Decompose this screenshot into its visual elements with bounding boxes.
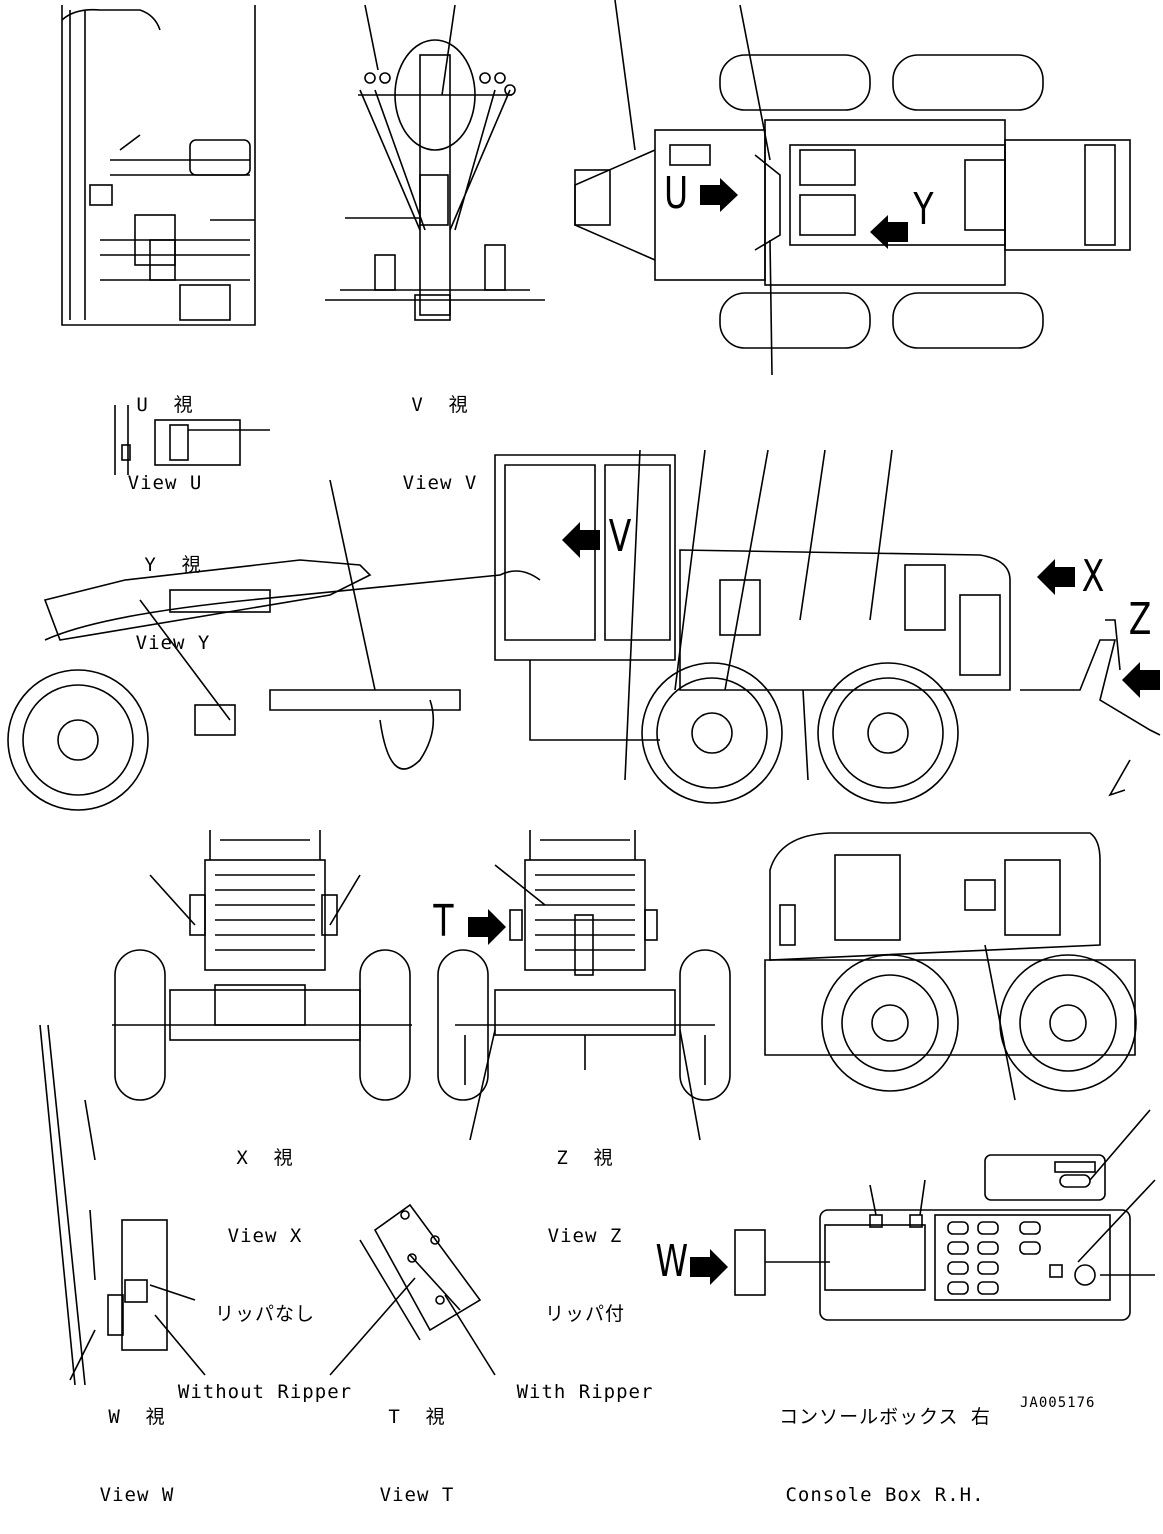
view-y-drawing (114, 405, 270, 475)
caption-view-x: X 視 View X リッパなし Without Ripper (165, 1093, 365, 1431)
view-v-drawing (325, 4, 545, 321)
caption-view-z-sub-en: With Ripper (516, 1381, 654, 1403)
caption-view-t: T 視 View T (362, 1352, 472, 1534)
arrow-letter-x: X (1081, 551, 1105, 602)
arrow-w (690, 1249, 728, 1285)
view-w-drawing (39, 1024, 206, 1386)
caption-view-x-sub-jp: リッパなし (214, 1303, 315, 1325)
side-view-drawing (7, 449, 1161, 811)
caption-view-y-jp: Y 視 (144, 554, 202, 576)
arrow-letter-v: V (608, 511, 632, 562)
arrow-letter-y: Y (913, 184, 934, 235)
caption-view-z-jp: Z 視 (556, 1147, 614, 1169)
caption-view-w-en: View W (99, 1484, 175, 1506)
caption-view-v-jp: V 視 (411, 394, 469, 416)
caption-view-y: Y 視 View Y (118, 500, 228, 682)
arrow-y (870, 215, 908, 249)
console-box-drawing (734, 1109, 1156, 1321)
top-view-drawing (574, 0, 1131, 376)
arrow-u (700, 178, 738, 212)
arrow-z (1122, 662, 1160, 698)
view-z-drawing (437, 830, 731, 1141)
caption-view-x-en: View X (227, 1225, 303, 1247)
caption-view-z-sub-jp: リッパ付 (544, 1303, 625, 1325)
view-t-drawing (329, 1203, 496, 1376)
caption-view-u-en: View U (127, 472, 203, 494)
caption-view-u-jp: U 視 (136, 394, 194, 416)
caption-view-t-jp: T 視 (388, 1406, 446, 1428)
arrow-x (1037, 559, 1075, 595)
caption-view-w: W 視 View W (82, 1352, 192, 1534)
caption-console-box: コンソールボックス 右 Console Box R.H. (770, 1352, 1000, 1534)
technical-drawing (7, 0, 1161, 1386)
caption-view-y-en: View Y (135, 632, 211, 654)
view-x-drawing (112, 830, 412, 1101)
caption-view-u: U 視 View U (110, 340, 220, 522)
caption-console-box-jp: コンソールボックス 右 (779, 1406, 991, 1428)
arrow-letter-t: T (433, 896, 454, 947)
arrow-letter-z: Z (1128, 594, 1152, 645)
caption-view-t-en: View T (379, 1484, 455, 1506)
caption-console-box-en: Console Box R.H. (785, 1484, 985, 1506)
arrow-letter-w: W (655, 1236, 689, 1287)
caption-view-z: Z 視 View Z リッパ付 With Ripper (495, 1093, 675, 1431)
caption-view-x-jp: X 視 (236, 1147, 294, 1169)
caption-view-v: V 視 View V (385, 340, 495, 522)
arrow-letter-u: U (664, 168, 689, 219)
arrow-t (468, 909, 506, 945)
caption-view-z-en: View Z (547, 1225, 623, 1247)
caption-view-w-jp: W 視 (108, 1406, 166, 1428)
rear-side-view-drawing (764, 832, 1137, 1101)
caption-view-x-sub-en: Without Ripper (177, 1381, 353, 1403)
view-u-drawing (61, 5, 256, 326)
arrow-v (562, 522, 600, 558)
caption-view-v-en: View V (402, 472, 478, 494)
document-id: JA005176 (1020, 1395, 1096, 1411)
